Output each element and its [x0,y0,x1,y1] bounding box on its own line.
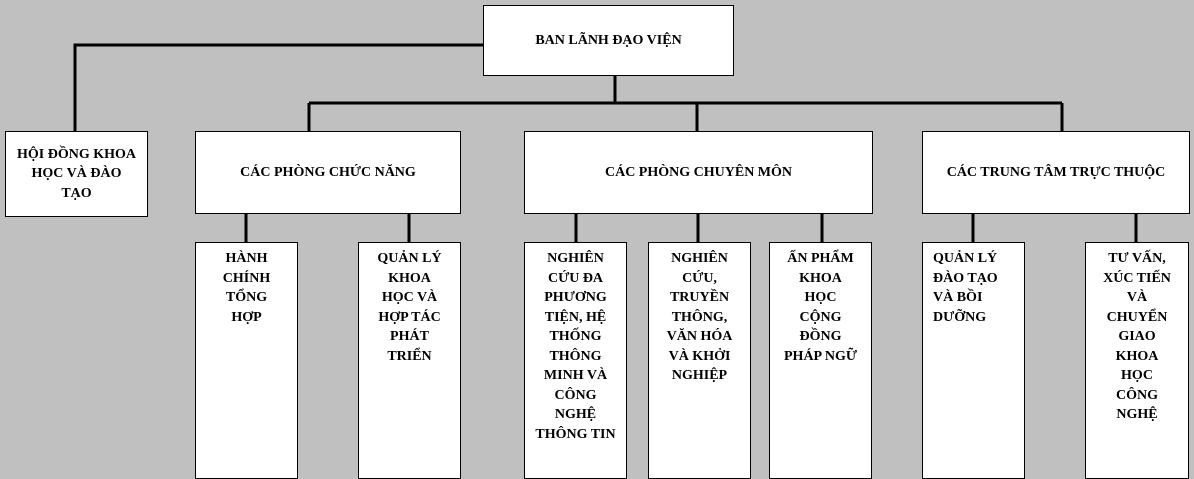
leadership-label: BAN LÃNH ĐẠO VIỆN [535,32,682,48]
leadership-box: BAN LÃNH ĐẠO VIỆN [483,5,734,76]
centers-group-label: CÁC TRUNG TÂM TRỰC THUỘC [946,164,1166,180]
council-box: HỘI ĐỒNG KHOA HỌC VÀ ĐÀO TẠO [5,131,148,217]
specialized-group-label: CÁC PHÒNG CHUYÊN MÔN [604,164,793,180]
specialized-unit-communication-box: NGHIÊN CỨU, TRUYỀN THÔNG, VĂN HÓA VÀ KHỞ… [648,242,751,479]
specialized-unit-multimedia-box: NGHIÊN CỨU ĐA PHƯƠNG TIỆN, HỆ THỐNG THÔN… [524,242,627,479]
centers-group-box: CÁC TRUNG TÂM TRỰC THUỘC [922,131,1190,214]
centers-unit-consulting-label: TƯ VẤN, XÚC TIẾN VÀ CHUYỂN GIAO KHOA HỌC… [1103,251,1171,422]
functional-group-box: CÁC PHÒNG CHỨC NĂNG [195,131,461,214]
centers-unit-training-label: QUẢN LÝ ĐÀO TẠO VÀ BỒI DƯỠNG [933,251,998,325]
specialized-unit-publications-box: ẤN PHẨM KHOA HỌC CỘNG ĐỒNG PHÁP NGỮ [769,242,872,479]
specialized-unit-multimedia-label: NGHIÊN CỨU ĐA PHƯƠNG TIỆN, HỆ THỐNG THÔN… [535,251,616,442]
council-label: HỘI ĐỒNG KHOA HỌC VÀ ĐÀO TẠO [16,146,136,201]
specialized-unit-publications-label: ẤN PHẨM KHOA HỌC CỘNG ĐỒNG PHÁP NGỮ [784,251,857,364]
centers-unit-training-box: QUẢN LÝ ĐÀO TẠO VÀ BỒI DƯỠNG [922,242,1025,479]
centers-unit-consulting-box: TƯ VẤN, XÚC TIẾN VÀ CHUYỂN GIAO KHOA HỌC… [1085,242,1189,479]
specialized-group-box: CÁC PHÒNG CHUYÊN MÔN [524,131,873,214]
functional-group-label: CÁC PHÒNG CHỨC NĂNG [240,164,416,180]
functional-unit-admin-box: HÀNH CHÍNH TỔNG HỢP [195,242,298,479]
functional-unit-science-label: QUẢN LÝ KHOA HỌC VÀ HỢP TÁC PHÁT TRIỂN [377,251,442,364]
connector-leadership-council [73,43,483,131]
functional-unit-admin-label: HÀNH CHÍNH TỔNG HỢP [222,251,271,325]
specialized-unit-communication-label: NGHIÊN CỨU, TRUYỀN THÔNG, VĂN HÓA VÀ KHỞ… [666,251,733,383]
functional-unit-science-box: QUẢN LÝ KHOA HỌC VÀ HỢP TÁC PHÁT TRIỂN [358,242,461,479]
